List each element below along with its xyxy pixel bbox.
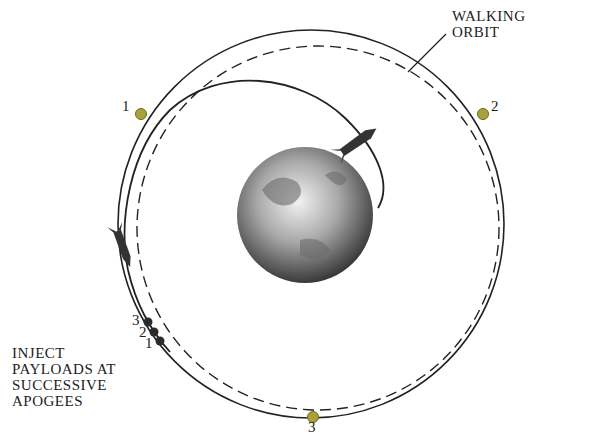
payload-position [478, 109, 489, 120]
walking-orbit [137, 46, 499, 410]
note-label: INJECT PAYLOADS AT SUCCESSIVE APOGEES [12, 345, 124, 409]
outer-orbit [118, 30, 504, 418]
earth-continents [262, 172, 347, 259]
payload-dot [156, 337, 165, 346]
callout-number: 3 [132, 312, 140, 328]
rocket [107, 222, 137, 270]
earth [237, 147, 373, 283]
payload-position [136, 109, 147, 120]
rocket [330, 121, 381, 164]
leader-line [408, 34, 446, 72]
callout-number: 3 [308, 419, 316, 435]
callout-number: 1 [145, 335, 153, 351]
callout-number: 2 [491, 98, 499, 114]
transfer-trajectory [125, 81, 384, 352]
orbit-label: WALKING ORBIT [452, 8, 562, 40]
callout-number: 1 [122, 98, 130, 114]
